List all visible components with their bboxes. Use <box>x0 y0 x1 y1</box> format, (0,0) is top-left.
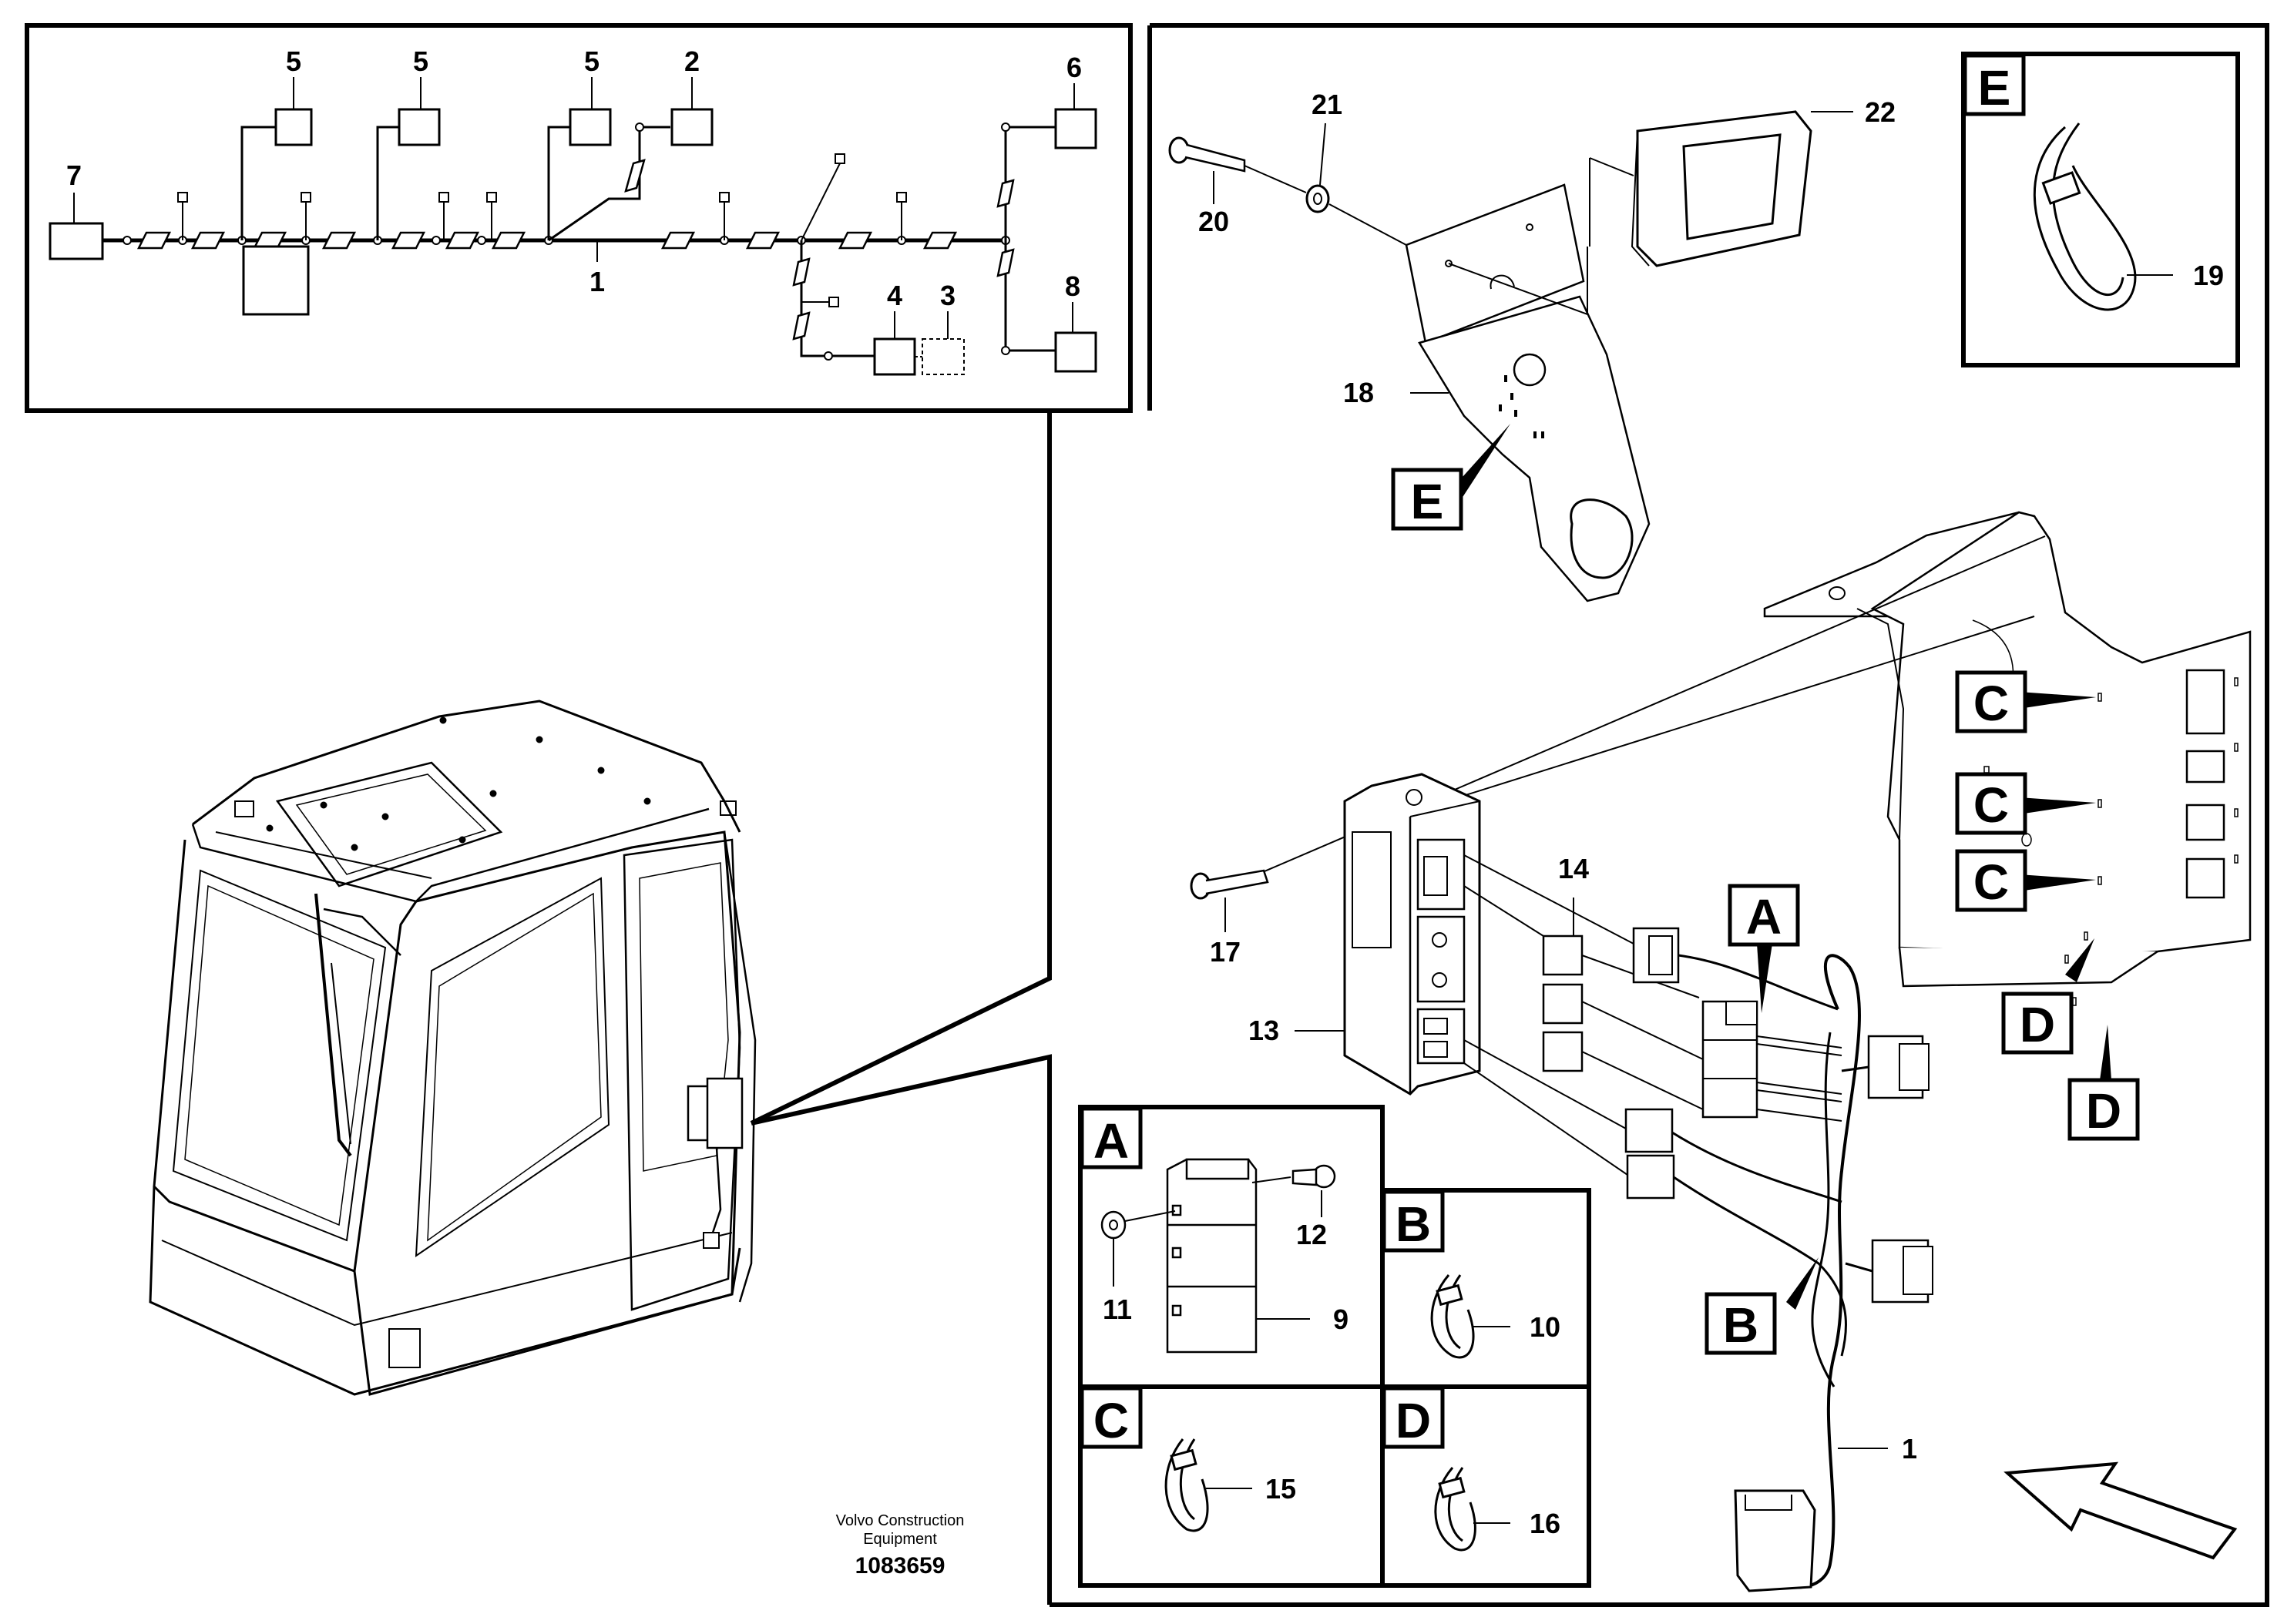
label-1-harness: 1 <box>1902 1433 1917 1465</box>
label-6: 6 <box>1066 52 1082 83</box>
ref-d1-letter: D <box>2020 997 2055 1052</box>
detail-c-label-15: 15 <box>1265 1473 1296 1505</box>
ref-e-letter: E <box>1411 474 1444 529</box>
detail-a-letter: A <box>1093 1113 1129 1169</box>
detail-b-label-10: 10 <box>1530 1311 1560 1343</box>
label-8: 8 <box>1065 270 1080 302</box>
ref-c-markers: C C C <box>1955 670 2096 912</box>
screw-12 <box>1291 1164 1336 1189</box>
label-5b: 5 <box>413 45 428 77</box>
label-17: 17 <box>1210 936 1241 968</box>
label-13: 13 <box>1248 1015 1279 1046</box>
label-5c: 5 <box>584 45 600 77</box>
label-7: 7 <box>66 159 82 191</box>
label-5a: 5 <box>286 45 301 77</box>
ref-d2-letter: D <box>2086 1083 2121 1139</box>
caption-division: Equipment <box>863 1531 937 1548</box>
label-18: 18 <box>1343 377 1374 408</box>
ref-c2-letter: C <box>1973 777 2009 833</box>
detail-c-box: C 15 <box>1078 1384 1385 1588</box>
cable-tie-10-icon <box>1430 1274 1475 1359</box>
label-3: 3 <box>940 280 956 311</box>
cab-illustration <box>149 700 757 1396</box>
detail-a-label-9: 9 <box>1333 1304 1349 1335</box>
label-4: 4 <box>887 280 902 311</box>
detail-e-letter: E <box>1978 60 2011 116</box>
exploded-view-frame <box>1050 23 2269 1607</box>
relay-stack-9 <box>1166 1158 1258 1354</box>
ref-e-marker: E <box>1391 424 1510 531</box>
callout-connector-lines <box>750 412 1052 1605</box>
ref-b-marker: B <box>1705 1257 1819 1355</box>
cable-tie-15-icon <box>1164 1438 1209 1532</box>
caption-block: Volvo Construction Equipment 1083659 <box>836 1512 965 1579</box>
detail-a-label-12: 12 <box>1296 1219 1327 1250</box>
detail-d-box: D 16 <box>1380 1384 1591 1588</box>
relays-14 <box>1463 885 1704 1110</box>
ref-a-letter: A <box>1746 889 1782 945</box>
detail-a-label-11: 11 <box>1103 1293 1132 1325</box>
wiring-schematic-panel: 7 5 5 5 2 6 8 4 3 1 <box>25 23 1133 413</box>
detail-c-letter: C <box>1093 1393 1129 1448</box>
detail-d-label-16: 16 <box>1530 1508 1560 1539</box>
detail-b-letter: B <box>1396 1196 1431 1252</box>
ref-d-markers: D D <box>2001 938 2140 1141</box>
cable-tie-19-icon <box>2033 122 2137 311</box>
label-20: 20 <box>1198 206 1229 237</box>
detail-d-letter: D <box>1396 1393 1431 1448</box>
label-2: 2 <box>684 45 700 77</box>
mounting-panel <box>1763 511 2252 1006</box>
display-bracket-assembly <box>1168 110 1853 602</box>
label-1: 1 <box>589 266 605 297</box>
caption-company: Volvo Construction <box>836 1512 965 1529</box>
detail-e-box: E 19 <box>1961 52 2240 367</box>
control-unit-13 <box>1343 773 1481 1096</box>
cable-tie-16-icon <box>1434 1467 1476 1552</box>
ref-c1-letter: C <box>1973 676 2009 731</box>
caption-drawing-number: 1083659 <box>855 1553 945 1579</box>
detail-e-part-label: 19 <box>2193 260 2224 291</box>
direction-arrow-icon <box>2003 1461 2238 1560</box>
detail-a-box: A 12 11 9 <box>1078 1105 1385 1389</box>
wire-harness-1 <box>1463 854 1933 1592</box>
ref-b-letter: B <box>1723 1297 1758 1353</box>
ref-c3-letter: C <box>1973 854 2009 910</box>
label-14: 14 <box>1558 853 1589 884</box>
label-22: 22 <box>1865 96 1896 128</box>
label-21: 21 <box>1312 89 1342 120</box>
ref-a-marker: A <box>1728 884 1800 1013</box>
detail-b-box: B 10 <box>1380 1188 1591 1389</box>
